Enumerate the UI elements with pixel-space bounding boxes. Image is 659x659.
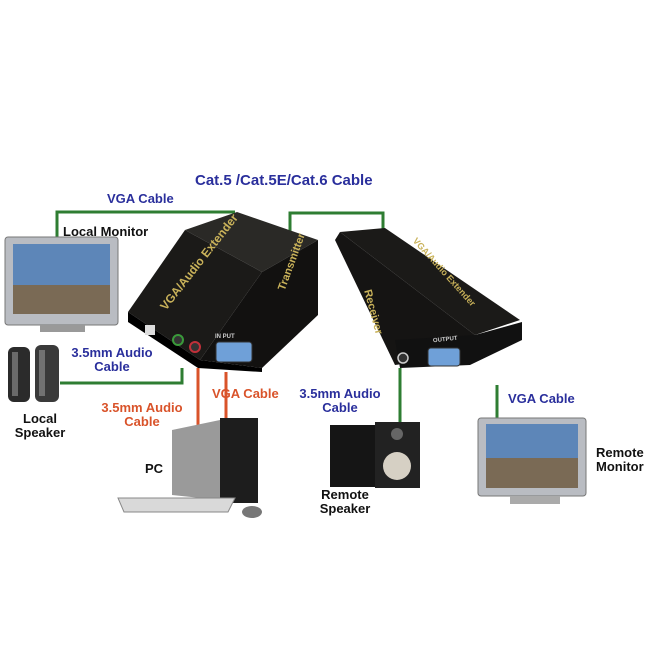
- label-line: Speaker: [319, 501, 371, 516]
- label-line: 3.5mm Audio: [101, 400, 183, 415]
- local-audio-cable-line: [60, 368, 184, 385]
- label-line: Remote: [321, 487, 369, 502]
- pc-icon: [117, 418, 262, 518]
- label-line: 3.5mm Audio: [299, 386, 381, 401]
- local-monitor-label: Local Monitor: [63, 224, 149, 239]
- cat-cable-line: [288, 211, 385, 240]
- local-vga-cable-line: [55, 210, 235, 245]
- label-line: Monitor: [596, 459, 644, 474]
- label-line: Local: [23, 411, 57, 426]
- label-line: Remote: [596, 445, 644, 460]
- remote-vga-cable-label: VGA Cable: [508, 391, 575, 406]
- remote-speaker-label: Remote Speaker: [305, 488, 385, 516]
- remote-audio-cable-label: 3.5mm Audio Cable: [290, 387, 390, 415]
- label-line: Cable: [124, 414, 160, 429]
- local-speaker-label: Local Speaker: [5, 412, 75, 440]
- label-line: 3.5mm Audio: [71, 345, 153, 360]
- remote-speaker-icon: [330, 422, 420, 488]
- transmitter-device-icon: [128, 212, 318, 372]
- label-line: Speaker: [14, 425, 66, 440]
- label-line: Cable: [322, 400, 358, 415]
- pc-label: PC: [145, 461, 164, 476]
- local-vga-cable-label: VGA Cable: [107, 191, 174, 206]
- pc-audio-cable-label: 3.5mm Audio Cable: [92, 401, 192, 429]
- receiver-device-icon: [335, 228, 522, 368]
- remote-monitor-label: Remote Monitor: [596, 446, 644, 474]
- cat-cable-title: Cat.5 /Cat.5E/Cat.6 Cable: [195, 172, 373, 189]
- label-line: Cable: [94, 359, 130, 374]
- local-speaker-icon: [8, 345, 59, 402]
- local-monitor-icon: [4, 236, 119, 332]
- pc-vga-cable-label: VGA Cable: [212, 386, 279, 401]
- remote-monitor-icon: [477, 417, 587, 504]
- local-audio-cable-label: 3.5mm Audio Cable: [62, 346, 162, 374]
- transmitter-port-label: IN PUT: [215, 334, 235, 340]
